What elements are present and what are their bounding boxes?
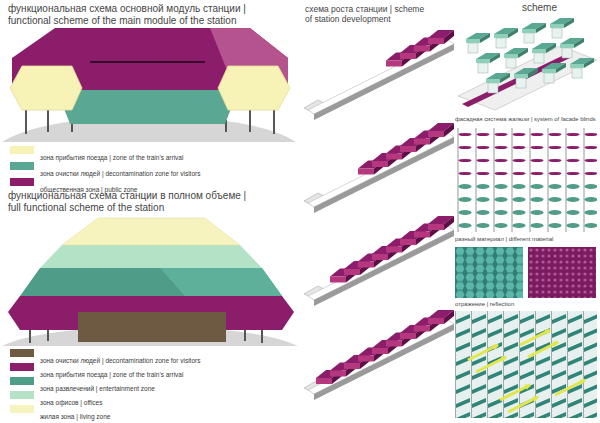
legend-text: общественная зона | public zone	[40, 186, 137, 194]
heading-text: отражение | reflection	[455, 301, 514, 307]
facade-blinds	[455, 128, 597, 232]
legend-text: зона очистки людей | decontamination zon…	[40, 357, 200, 365]
legend-swatch	[10, 349, 34, 357]
section-heading: фасадная система жалюзи | system of faca…	[455, 116, 596, 123]
legend-swatch	[10, 363, 34, 371]
entertainment-highlight	[160, 268, 282, 296]
legend-item: зона прибытия поезда | zone of the train…	[10, 363, 153, 372]
legend-swatch	[10, 178, 34, 186]
legend-item: общественная зона | public zone	[10, 178, 107, 187]
heading-text: функциональная схема станции в полном об…	[8, 190, 246, 213]
heading-text: фасадная система жалюзи | system of faca…	[455, 116, 596, 122]
legend-text: зона развлечений | entertainment zone	[40, 385, 155, 393]
heading-text: функциональная схема основной модуль ста…	[8, 3, 246, 26]
purple-blinds	[455, 128, 597, 180]
arrival-hexagon	[218, 66, 290, 110]
living-band	[62, 218, 240, 245]
heading-text: scheme	[522, 2, 557, 13]
legend-swatch	[10, 405, 34, 413]
decontamination-block	[63, 90, 232, 124]
legend-swatch	[10, 391, 34, 399]
growth-stage	[304, 30, 454, 120]
main-module-illustration	[2, 28, 296, 142]
section-heading: функциональная схема основной модуль ста…	[8, 3, 249, 26]
full-station-illustration	[2, 218, 298, 346]
material-sample	[455, 247, 523, 298]
material-sample	[528, 247, 596, 298]
legend-text: жилая зона | living zone	[40, 413, 110, 421]
growth-scheme	[304, 30, 454, 400]
facade-panels	[455, 311, 597, 418]
arrival-hexagon	[10, 66, 82, 110]
track-strip	[462, 54, 572, 107]
section-heading: scheme	[522, 2, 557, 14]
legend-text: зона прибытия поезда | zone of the train…	[40, 154, 183, 162]
legend-item: зона очистки людей | decontamination zon…	[10, 349, 170, 358]
legend-swatch	[10, 377, 34, 385]
growth-stage	[304, 310, 454, 400]
legend-item: зона развлечений | entertainment zone	[10, 377, 125, 386]
section-heading: функциональная схема станции в полном об…	[8, 190, 250, 213]
decontamination-block	[78, 312, 226, 342]
legend-text: зона прибытия поезда | zone of the train…	[40, 371, 183, 379]
offices-band	[40, 245, 262, 268]
axonometric-scheme	[458, 18, 597, 110]
legend-item: жилая зона | living zone	[10, 405, 80, 414]
legend-text: зона офисов | offices	[40, 399, 103, 407]
reflection-illustration	[455, 311, 597, 418]
teal-blinds	[455, 180, 597, 232]
section-heading: разный материал | different material	[455, 236, 553, 243]
legend-swatch	[10, 146, 34, 154]
heading-text: схема роста станции | scheme of station …	[305, 4, 424, 24]
entertainment-band	[20, 268, 282, 296]
growth-stage	[304, 216, 454, 306]
section-heading: отражение | reflection	[455, 301, 514, 308]
heading-text: разный материал | different material	[455, 236, 553, 242]
legend-item: зона очистки людей | decontamination zon…	[10, 162, 170, 171]
legend-text: зона очистки людей | decontamination zon…	[40, 170, 200, 178]
section-heading: схема роста станции | scheme of station …	[305, 5, 426, 25]
platform-slab	[458, 46, 597, 110]
growth-stage	[304, 123, 454, 213]
legend-item: зона офисов | offices	[10, 391, 73, 400]
legend-swatch	[10, 162, 34, 170]
roof-line	[90, 61, 205, 63]
light-rays	[468, 330, 585, 412]
legend-item: зона прибытия поезда | zone of the train…	[10, 146, 153, 155]
